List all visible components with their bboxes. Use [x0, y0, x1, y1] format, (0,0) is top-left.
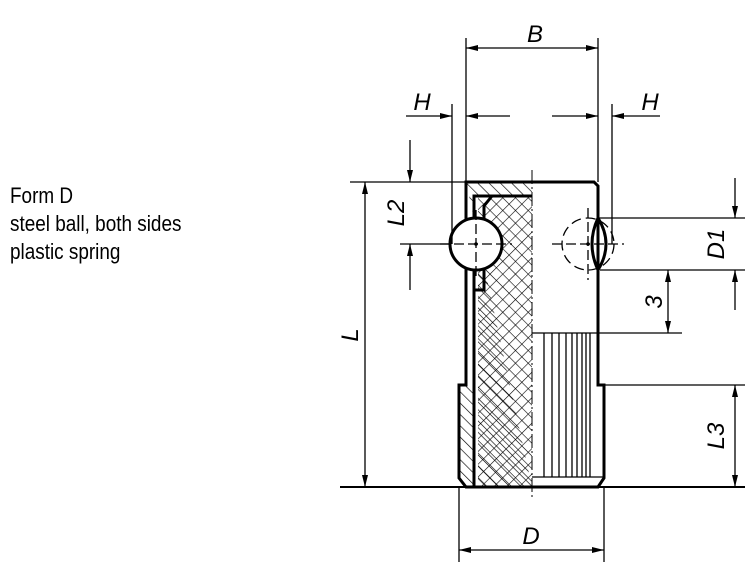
form-ball-description: steel ball, both sides — [10, 211, 182, 236]
label-B: B — [527, 21, 543, 48]
steel-ball-right — [552, 208, 624, 280]
form-title: Form D — [10, 183, 74, 208]
form-spring-description: plastic spring — [10, 239, 121, 264]
label-L2: L2 — [383, 200, 410, 227]
label-L3: L3 — [703, 422, 730, 449]
label-D: D — [522, 523, 539, 550]
label-H-left: H — [413, 89, 431, 116]
form-caption: Form D steel ball, both sides plastic sp… — [10, 182, 181, 266]
dimension-lines — [362, 45, 738, 553]
knurl-lines — [543, 333, 591, 477]
extension-lines — [340, 38, 745, 562]
label-H-right: H — [641, 89, 659, 116]
label-3: 3 — [641, 295, 668, 309]
sleeve-view — [531, 170, 606, 500]
label-L: L — [337, 328, 364, 341]
label-D1: D1 — [703, 229, 730, 260]
